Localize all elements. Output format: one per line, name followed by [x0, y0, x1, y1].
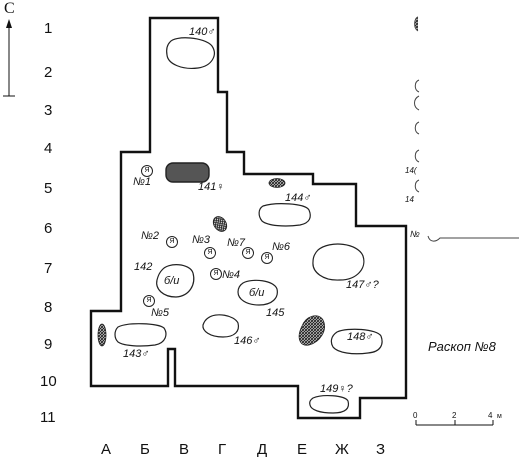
scale-bar [415, 420, 494, 426]
fragment-shape-1 [414, 16, 419, 32]
hatched-feature-1 [268, 178, 286, 188]
col-label-z: З [376, 441, 386, 458]
ring-marker-5: Я [143, 295, 155, 307]
row-label-9: 9 [44, 336, 53, 353]
fragment-shape-5 [414, 149, 420, 163]
grave-149-pit [309, 395, 350, 414]
pit-bi-1-label: б/и [164, 275, 180, 287]
find-marker-1: №1 [133, 176, 152, 188]
find-marker-7: №7 [227, 237, 246, 249]
grave-140-pit [166, 37, 215, 69]
hatched-feature-2 [212, 216, 228, 232]
fragment-label-3: № [410, 229, 420, 239]
fragment-shape-6 [414, 179, 420, 193]
col-label-a: А [101, 441, 112, 458]
pit-bi-2-label: б/и [249, 287, 265, 299]
pit-bi-1 [156, 264, 195, 298]
fragment-shape-2 [414, 79, 420, 93]
ring-marker-1: Я [141, 165, 153, 177]
ring-marker-2: Я [166, 236, 178, 248]
grave-144-label: 144♂ [285, 192, 312, 204]
col-label-v: В [179, 441, 190, 458]
grave-143-label: 143♂ [123, 348, 150, 360]
row-label-4: 4 [44, 140, 53, 157]
grave-140-label: 140♂ [189, 26, 216, 38]
row-label-6: 6 [44, 220, 53, 237]
grave-148-label: 148♂ [347, 331, 374, 343]
ring-marker-6: Я [261, 252, 273, 264]
grave-146-pit [202, 314, 240, 338]
excavation-title: Раскоп №8 [428, 339, 496, 354]
col-label-zh: Ж [335, 441, 349, 458]
ring-marker-4: Я [210, 268, 222, 280]
row-label-5: 5 [44, 180, 53, 197]
north-arrow [3, 19, 15, 97]
grave-143-pit [114, 323, 167, 347]
north-label: С [4, 0, 15, 17]
fragment-label-1: 14( [405, 166, 417, 175]
grave-149-label: 149♀? [320, 383, 353, 395]
ring-marker-7: Я [242, 247, 254, 259]
hatched-feature-3 [298, 315, 325, 346]
grave-145-label: 145 [266, 307, 285, 319]
row-label-2: 2 [44, 64, 53, 81]
grave-144-pit [258, 203, 311, 227]
fragment-label-2: 14 [405, 195, 414, 204]
row-label-3: 3 [44, 102, 53, 119]
row-label-8: 8 [44, 299, 53, 316]
col-label-b: Б [140, 441, 150, 458]
col-label-g: Г [218, 441, 227, 458]
grave-147-label: 147♂? [346, 279, 379, 291]
scale-unit: м [497, 413, 502, 420]
col-label-e: Е [297, 441, 308, 458]
scale-two: 2 [452, 411, 457, 420]
row-label-1: 1 [44, 20, 53, 37]
grave-148-pit [330, 328, 383, 355]
col-label-d: Д [257, 441, 268, 458]
find-marker-2: №2 [141, 230, 160, 242]
grave-147-pit [312, 243, 365, 281]
burnt-pit [165, 162, 210, 183]
scale-four: 4 [488, 411, 493, 420]
find-marker-3: №3 [192, 234, 211, 246]
find-marker-5: №5 [151, 307, 170, 319]
grave-141-label: 141♀ [198, 181, 225, 193]
row-label-10: 10 [40, 373, 57, 390]
fragment-shape-7 [427, 235, 519, 242]
fragment-shape-3 [414, 95, 420, 111]
scale-zero: 0 [413, 411, 418, 420]
grave-142-label: 142 [134, 261, 153, 273]
fragment-shape-4 [414, 121, 420, 135]
ring-marker-3: Я [204, 247, 216, 259]
pit-bi-2 [237, 279, 278, 306]
find-marker-6: №6 [272, 241, 291, 253]
hatched-feature-4 [97, 323, 107, 347]
grave-146-label: 146♂ [234, 335, 261, 347]
excavation-boundary [89, 16, 408, 420]
row-label-7: 7 [44, 260, 53, 277]
row-label-11: 11 [40, 409, 56, 426]
find-marker-4: №4 [222, 269, 241, 281]
